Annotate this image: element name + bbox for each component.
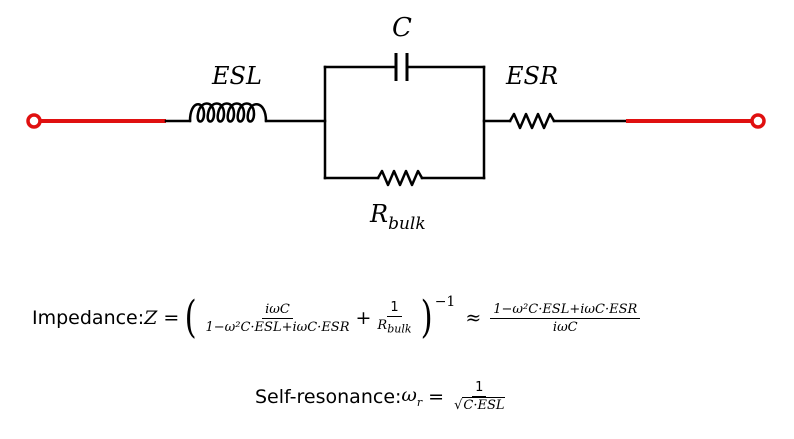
resistor-esr-symbol <box>508 112 556 130</box>
impedance-fraction-1: iωC 1−ω²C·ESL+iωC·ESR <box>203 302 353 335</box>
resonance-caption: Self-resonance: <box>255 385 402 408</box>
resonance-lhs-sub: r <box>416 395 423 409</box>
frac2-denominator: Rbulk <box>374 317 414 337</box>
sqrt-symbol: √ <box>454 398 463 413</box>
open-paren: ( <box>184 292 197 343</box>
capacitor-label: C <box>392 13 412 43</box>
close-paren: ) <box>420 292 433 343</box>
resonance-numerator: 1 <box>472 380 487 397</box>
resonance-radicand: C·ESL <box>462 397 505 413</box>
frac3-denominator: iωC <box>552 319 578 335</box>
frac3-numerator: 1−ω²C·ESL+iωC·ESR <box>490 302 641 319</box>
frac1-numerator: iωC <box>262 302 293 319</box>
left-terminal <box>26 113 42 129</box>
bulk-resistor-label: Rbulk <box>369 200 426 234</box>
approx-sign: ≈ <box>465 307 482 329</box>
impedance-exponent: −1 <box>434 294 456 310</box>
resonance-lhs: ωr <box>401 384 422 409</box>
inductor-label: ESL <box>211 62 262 90</box>
impedance-formula: Impedance: Z = ( iωC 1−ω²C·ESL+iωC·ESR +… <box>32 292 643 343</box>
bulk-resistor-label-base: R <box>369 200 388 228</box>
frac1-denominator: 1−ω²C·ESL+iωC·ESR <box>205 319 350 335</box>
resonance-lhs-base: ω <box>401 384 417 407</box>
resonance-eq: = <box>428 385 445 408</box>
inductor-esl-symbol <box>188 102 268 123</box>
resonance-denominator: √C·ESL <box>451 397 507 413</box>
right-terminal <box>750 113 766 129</box>
plus-sign: + <box>355 307 372 329</box>
impedance-fraction-3: 1−ω²C·ESL+iωC·ESR iωC <box>490 302 641 335</box>
frac2-den-base: R <box>377 317 388 333</box>
resistor-bulk-symbol <box>376 169 424 187</box>
resonance-formula: Self-resonance: ωr = 1 √C·ESL <box>255 380 511 413</box>
impedance-fraction-2: 1 Rbulk <box>374 300 414 337</box>
frac2-numerator: 1 <box>387 300 402 317</box>
impedance-lhs: Z = <box>144 307 180 329</box>
frac2-den-sub: bulk <box>387 322 412 336</box>
bulk-resistor-label-sub: bulk <box>388 214 426 234</box>
resonance-fraction: 1 √C·ESL <box>451 380 507 413</box>
impedance-caption: Impedance: <box>32 307 145 329</box>
esr-label: ESR <box>505 62 558 90</box>
